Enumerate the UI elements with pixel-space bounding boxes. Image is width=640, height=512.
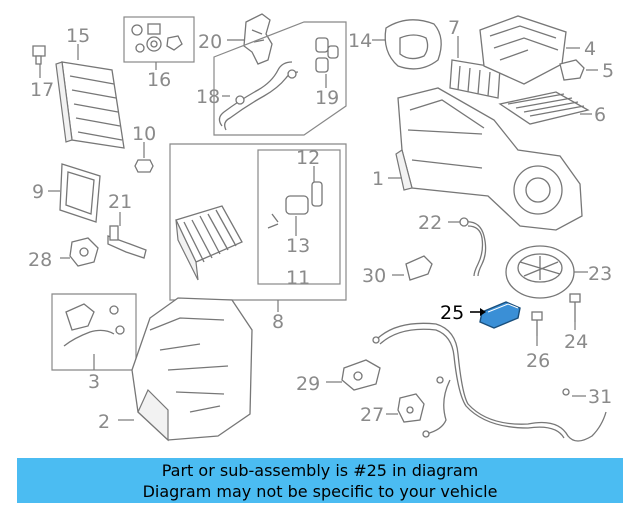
callout-5: 5 <box>602 60 614 82</box>
part-11-box <box>257 149 341 285</box>
part-22-drain-hose <box>459 217 487 277</box>
callout-11: 11 <box>286 267 310 289</box>
part-27-bracket <box>397 393 425 423</box>
parts-diagram: 15 17 16 20 18 19 <box>28 13 614 442</box>
callout-31: 31 <box>588 386 612 408</box>
part-8-evaporator <box>175 205 243 281</box>
callout-23: 23 <box>588 263 612 285</box>
callout-14: 14 <box>348 30 372 52</box>
callout-10: 10 <box>132 123 156 145</box>
part-9-filter <box>59 163 101 223</box>
callout-21: 21 <box>108 191 132 213</box>
part-5-bracket <box>559 59 585 81</box>
part-19-caps <box>315 37 339 73</box>
part-20-expansion-valve <box>243 13 273 65</box>
callout-2: 2 <box>98 411 110 433</box>
part-3-linkage <box>63 303 125 347</box>
part-6-cabin-filter <box>498 91 590 125</box>
part-16-fittings <box>131 23 183 53</box>
callout-3: 3 <box>88 371 100 393</box>
part-31-wiring-harness <box>372 322 607 442</box>
callout-19: 19 <box>315 87 339 109</box>
callout-22: 22 <box>418 212 442 234</box>
callout-15: 15 <box>66 25 90 47</box>
callout-7: 7 <box>448 17 460 39</box>
callout-25: 25 <box>440 302 464 324</box>
part-23-blower-motor <box>505 245 575 299</box>
part-10-sensor <box>134 159 154 173</box>
part-2-lower-housing <box>131 297 253 442</box>
part-17-clip <box>32 45 46 65</box>
part-18-refrigerant-lines <box>218 61 299 131</box>
callout-28: 28 <box>28 249 52 271</box>
callout-1: 1 <box>372 168 384 190</box>
part-12-13-valve <box>267 181 323 229</box>
callout-4: 4 <box>584 38 596 60</box>
banner-line-2: Diagram may not be specific to your vehi… <box>142 482 498 501</box>
callout-26: 26 <box>526 350 550 372</box>
part-15-heater-core <box>55 61 125 149</box>
banner-line-1: Part or sub-assembly is #25 in diagram <box>161 461 479 480</box>
part-8-box <box>169 143 347 301</box>
callout-24: 24 <box>564 331 588 353</box>
callout-29: 29 <box>296 373 320 395</box>
part-16-box <box>123 16 195 63</box>
part-29-relay <box>341 359 381 391</box>
part-30-sensor <box>405 255 433 281</box>
callout-16: 16 <box>147 69 171 91</box>
callout-18: 18 <box>196 86 220 108</box>
part-1-hvac-housing <box>395 87 583 231</box>
part-26-screw <box>531 311 543 336</box>
part-25-blower-resistor <box>479 301 521 329</box>
part-28-actuator <box>69 237 99 267</box>
part-24-screw <box>569 293 581 322</box>
info-banner: Part or sub-assembly is #25 in diagram D… <box>17 458 623 503</box>
part-14-gasket <box>384 19 442 70</box>
callout-6: 6 <box>594 104 606 126</box>
part-21-actuator <box>107 225 147 259</box>
callout-12: 12 <box>296 147 320 169</box>
part-18-19-box <box>213 21 347 136</box>
callout-20: 20 <box>198 31 222 53</box>
callout-30: 30 <box>362 265 386 287</box>
callout-17: 17 <box>30 79 54 101</box>
callout-13: 13 <box>286 235 310 257</box>
callout-9: 9 <box>32 181 44 203</box>
callout-27: 27 <box>360 404 384 426</box>
callout-8: 8 <box>272 311 284 333</box>
